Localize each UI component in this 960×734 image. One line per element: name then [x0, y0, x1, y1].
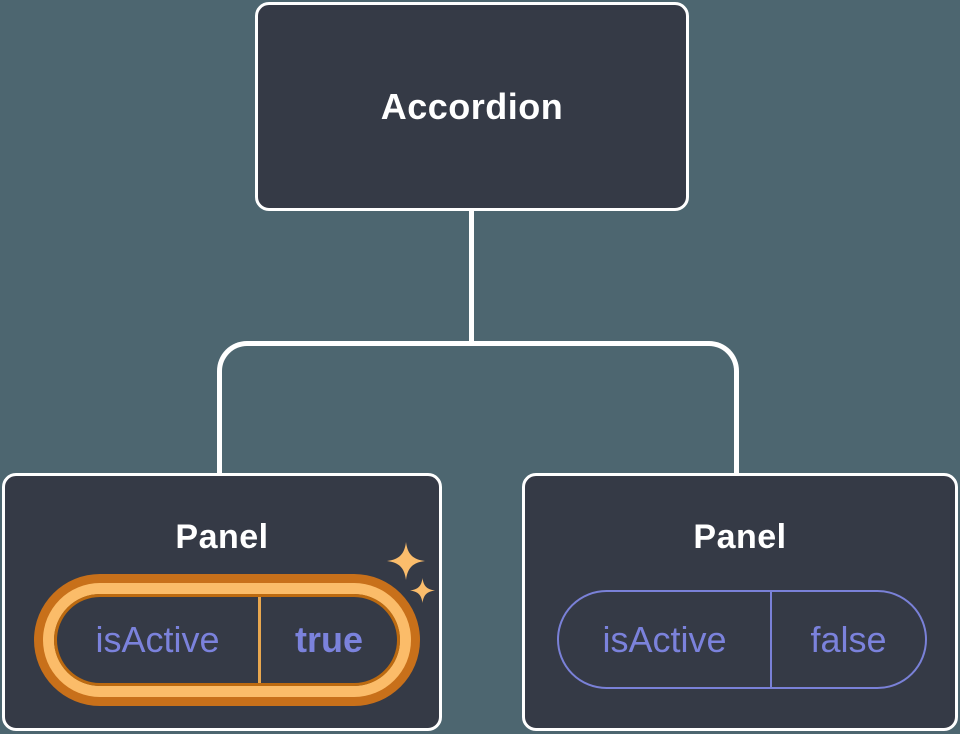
accordion-node: Accordion	[255, 2, 689, 211]
pill-divider	[258, 597, 261, 683]
state-value-label: false	[810, 618, 887, 660]
connector-branch	[217, 341, 739, 473]
state-value-label: true	[294, 619, 363, 660]
state-pill-active: isActive true	[54, 594, 400, 686]
panel-node-active: Panel isActive true	[2, 473, 442, 731]
panel-node-label: Panel	[693, 518, 787, 556]
panel-node-label: Panel	[175, 518, 269, 556]
sparkle-icon	[387, 542, 425, 580]
accordion-node-label: Accordion	[380, 85, 564, 127]
pill-divider	[770, 592, 772, 687]
state-key-label: isActive	[95, 619, 220, 660]
connector-stem	[469, 209, 474, 343]
state-key-label: isActive	[602, 618, 727, 660]
state-pill-inactive: isActive false	[557, 590, 927, 689]
sparkle-icon	[410, 578, 435, 603]
panel-node-inactive: Panel isActive false	[522, 473, 958, 731]
